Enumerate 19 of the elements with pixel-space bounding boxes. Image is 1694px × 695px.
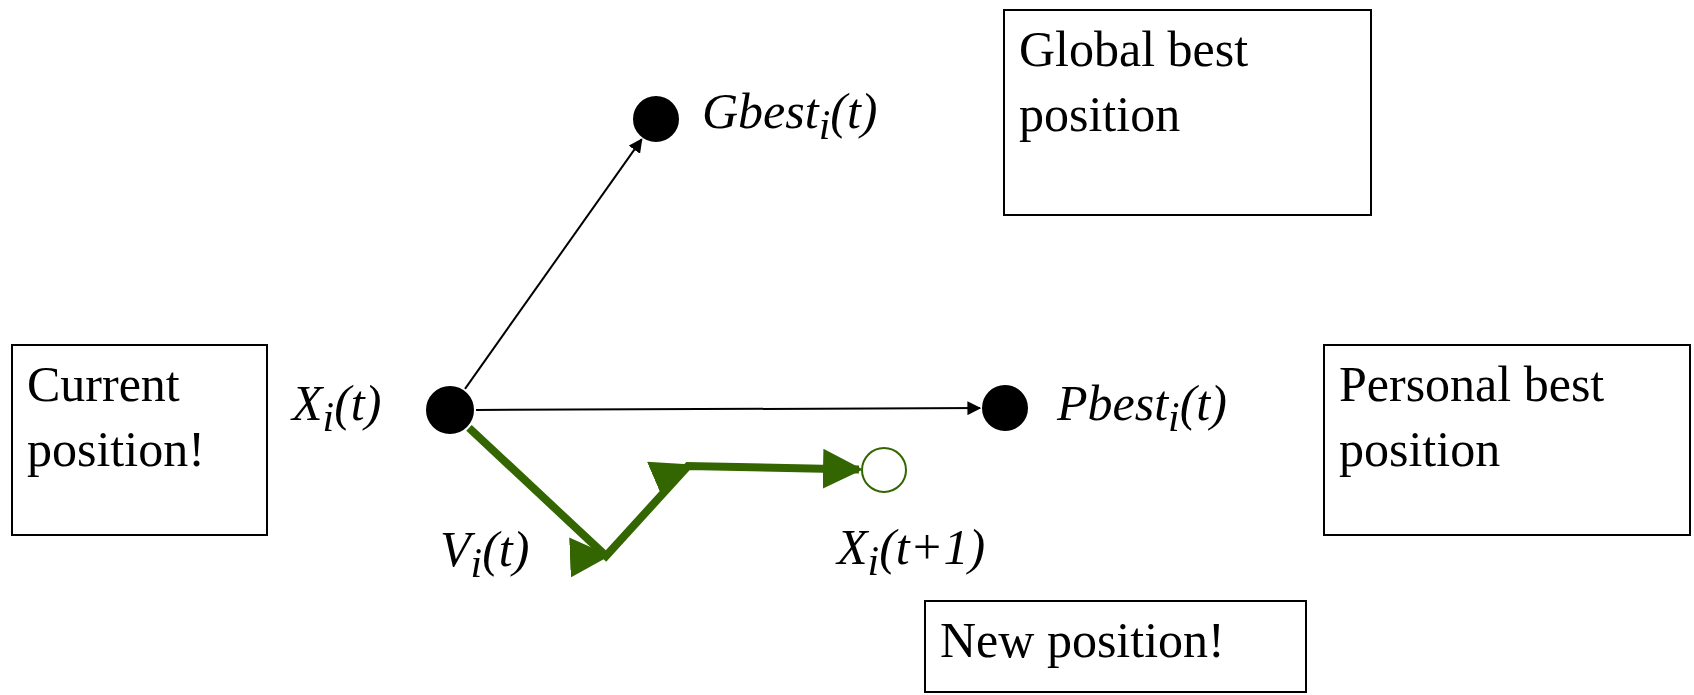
position-label: Gbest$_{i}$(t) [702, 84, 878, 149]
position-dot [426, 386, 474, 434]
label-box [11, 344, 268, 536]
box-text: Current position! [27, 355, 206, 479]
box-text: New position! [940, 611, 1226, 670]
position-dot [982, 385, 1028, 431]
box-text: Personal best position [1339, 355, 1606, 479]
arrow [464, 138, 643, 390]
position-dot [633, 96, 679, 142]
label-box [1003, 9, 1372, 216]
label-box [1323, 344, 1691, 536]
position-label: Pbest$_{i}$(t) [1057, 376, 1227, 441]
hollow-dot [861, 447, 907, 493]
label-box [924, 600, 1307, 693]
arrow [475, 401, 982, 416]
position-label: X$_{i}$(t) [292, 376, 382, 441]
position-label: X$_{i}$(t+1) [837, 520, 986, 585]
arrow [466, 424, 860, 577]
box-text: Global best position [1019, 20, 1250, 144]
